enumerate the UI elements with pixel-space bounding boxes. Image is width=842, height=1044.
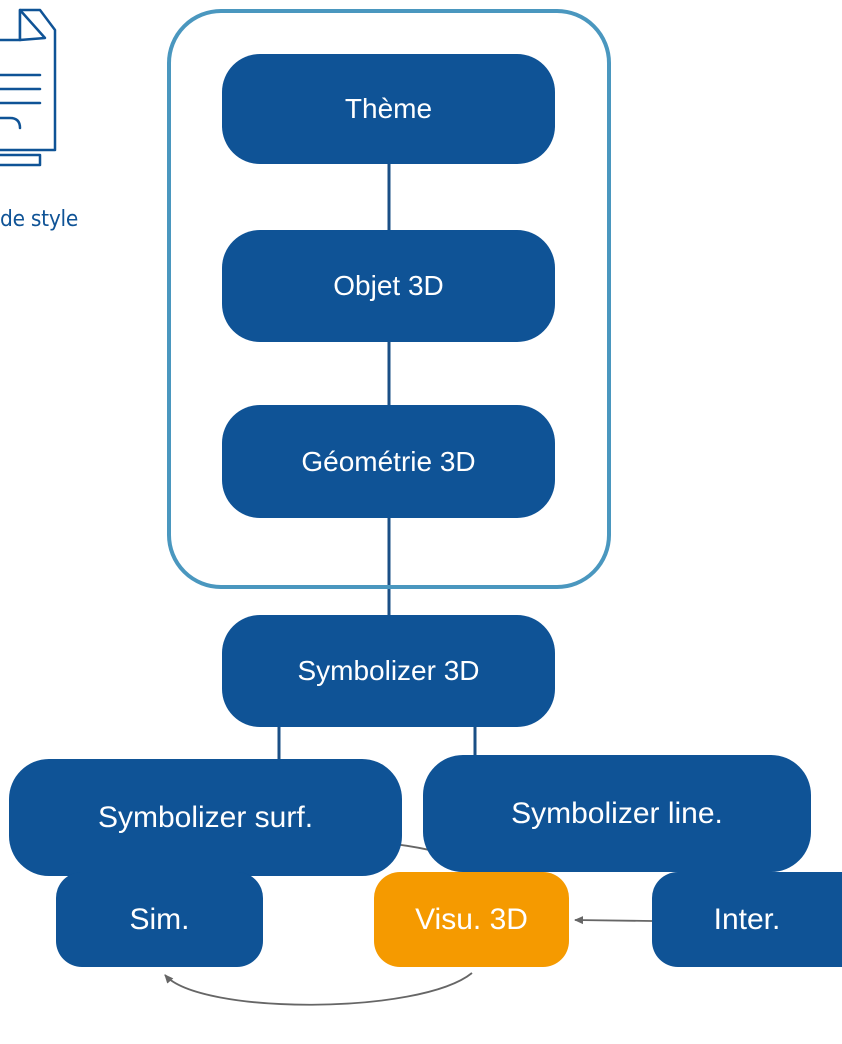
node-symbolizer-line-label: Symbolizer line.: [511, 796, 723, 830]
node-symbolizer-surf[interactable]: Symbolizer surf.: [9, 759, 402, 876]
node-symbolizer-3d-label: Symbolizer 3D: [297, 655, 480, 686]
node-symbolizer-3d[interactable]: Symbolizer 3D: [222, 615, 555, 727]
node-inter[interactable]: Inter.: [652, 872, 842, 967]
node-visu-3d[interactable]: Visu. 3D: [374, 872, 569, 967]
node-theme-label: Thème: [344, 93, 433, 124]
style-document-label: de style: [0, 207, 79, 232]
node-sim[interactable]: Sim.: [56, 872, 263, 967]
node-inter-label: Inter.: [713, 902, 781, 936]
node-geometry-3d[interactable]: Géométrie 3D: [222, 405, 555, 518]
object-group-frame: [167, 9, 611, 589]
node-object-3d-label: Objet 3D: [333, 270, 444, 301]
document-icon: [0, 8, 57, 167]
node-object-3d[interactable]: Objet 3D: [222, 230, 555, 342]
node-symbolizer-line[interactable]: Symbolizer line.: [423, 755, 811, 872]
arrow-inter-to-visu: [574, 916, 653, 925]
node-geometry-3d-label: Géométrie 3D: [301, 445, 476, 477]
node-sim-label: Sim.: [129, 902, 190, 936]
node-symbolizer-surf-label: Symbolizer surf.: [97, 800, 314, 834]
node-theme[interactable]: Thème: [222, 54, 555, 164]
node-visu-3d-label: Visu. 3D: [415, 902, 528, 936]
arrow-visu-to-sim: [164, 972, 473, 1006]
